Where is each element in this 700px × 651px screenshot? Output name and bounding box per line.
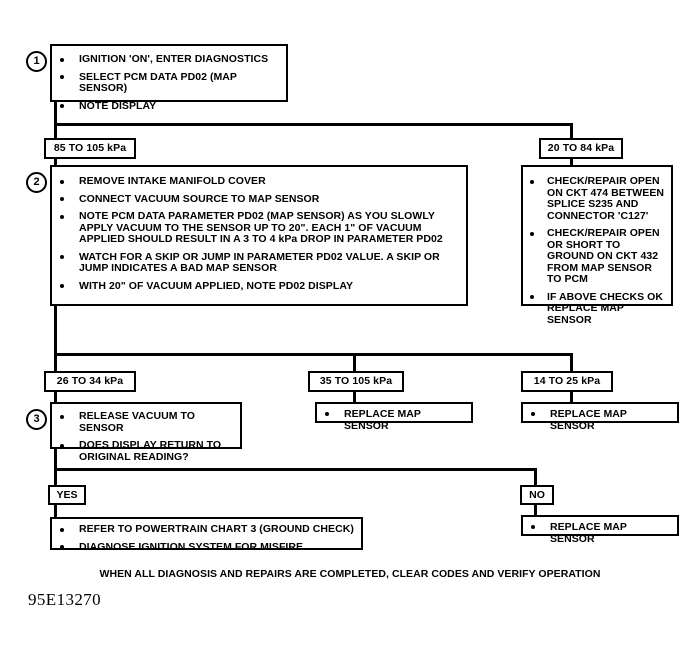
- list-item: CHECK/REPAIR OPEN ON CKT 474 BETWEEN SPL…: [530, 175, 665, 222]
- step-1-list: IGNITION 'ON', ENTER DIAGNOSTICS SELECT …: [60, 53, 280, 113]
- replace-map-sensor-box-mid: REPLACE MAP SENSOR: [315, 402, 473, 432]
- bullet-icon: [531, 524, 535, 529]
- connector-bus-yes-drop: [54, 468, 57, 488]
- list-item: DIAGNOSE IGNITION SYSTEM FOR MISFIRE: [60, 541, 357, 554]
- bullet-icon: [325, 411, 329, 416]
- connector-kpa4-to-replace: [353, 390, 356, 404]
- list-item: NOTE PCM DATA PARAMETER PD02 (MAP SENSOR…: [60, 210, 458, 246]
- bullet-icon: [60, 527, 64, 532]
- bullet-icon: [60, 284, 64, 288]
- step-2-box: REMOVE INTAKE MANIFOLD COVER CONNECT VAC…: [50, 165, 468, 306]
- list-item: DOES DISPLAY RETURN TO ORIGINAL READING?: [60, 439, 234, 463]
- bullet-icon: [531, 411, 535, 416]
- step-3-list: RELEASE VACUUM TO SENSOR DOES DISPLAY RE…: [60, 410, 234, 463]
- list-item: REPLACE MAP SENSOR: [531, 521, 673, 545]
- connector-bus-row1-left-drop: [54, 123, 57, 141]
- step-1-box: IGNITION 'ON', ENTER DIAGNOSTICS SELECT …: [50, 44, 288, 111]
- bullet-icon: [530, 231, 534, 236]
- bullet-icon: [530, 295, 534, 299]
- bullet-icon: [60, 214, 64, 219]
- connector-bus-row2-mid-drop: [353, 353, 356, 373]
- branch-label-20-to-84-kpa: 20 TO 84 kPa: [539, 138, 623, 159]
- list-item: WATCH FOR A SKIP OR JUMP IN PARAMETER PD…: [60, 251, 458, 275]
- step-3-box: RELEASE VACUUM TO SENSOR DOES DISPLAY RE…: [50, 402, 242, 462]
- list-item: REMOVE INTAKE MANIFOLD COVER: [60, 175, 458, 188]
- branch-label-26-to-34-kpa: 26 TO 34 kPa: [44, 371, 136, 392]
- branch-label-14-to-25-kpa: 14 TO 25 kPa: [521, 371, 613, 392]
- bullet-icon: [60, 443, 64, 448]
- final-action-list: REFER TO POWERTRAIN CHART 3 (GROUND CHEC…: [60, 523, 357, 554]
- replace-map-sensor-list-mid: REPLACE MAP SENSOR: [325, 408, 467, 432]
- connector-bus-row2-right-drop: [570, 353, 573, 373]
- connector-step1-down: [54, 100, 57, 126]
- list-item: SELECT PCM DATA PD02 (MAP SENSOR): [60, 71, 280, 95]
- list-item: REPLACE MAP SENSOR: [325, 408, 467, 432]
- footer-note: WHEN ALL DIAGNOSIS AND REPAIRS ARE COMPL…: [99, 568, 601, 580]
- connector-bus-row1-right-drop: [570, 123, 573, 141]
- final-action-box: REFER TO POWERTRAIN CHART 3 (GROUND CHEC…: [50, 517, 363, 554]
- bullet-icon: [60, 75, 64, 79]
- bullet-icon: [60, 197, 64, 201]
- bullet-icon: [60, 179, 64, 184]
- replace-map-sensor-list-no: REPLACE MAP SENSOR: [531, 521, 673, 545]
- connector-bus-yesno: [54, 468, 537, 471]
- list-item: REFER TO POWERTRAIN CHART 3 (GROUND CHEC…: [60, 523, 357, 536]
- branch-label-35-to-105-kpa: 35 TO 105 kPa: [308, 371, 404, 392]
- step-number-3: 3: [26, 409, 47, 430]
- bullet-icon: [530, 179, 534, 184]
- list-item: REPLACE MAP SENSOR: [531, 408, 673, 432]
- connector-yes-to-final: [54, 504, 57, 519]
- bullet-icon: [60, 255, 64, 259]
- bullet-icon: [60, 104, 64, 108]
- connector-kpa2-to-ckt: [570, 157, 573, 169]
- step-number-1: 1: [26, 51, 47, 72]
- connector-kpa5-to-replace: [570, 390, 573, 404]
- branch-label-85-to-105-kpa: 85 TO 105 kPa: [44, 138, 136, 159]
- connector-no-to-replace: [534, 504, 537, 517]
- bullet-icon: [60, 545, 64, 549]
- check-repair-list: CHECK/REPAIR OPEN ON CKT 474 BETWEEN SPL…: [530, 175, 665, 327]
- branch-label-yes: YES: [48, 485, 86, 505]
- list-item: NOTE DISPLAY: [60, 100, 280, 113]
- connector-step3-down: [54, 447, 57, 471]
- list-item: CONNECT VACUUM SOURCE TO MAP SENSOR: [60, 193, 458, 206]
- connector-bus-row2-left-drop: [54, 353, 57, 373]
- step-2-list: REMOVE INTAKE MANIFOLD COVER CONNECT VAC…: [60, 175, 458, 293]
- list-item: WITH 20" OF VACUUM APPLIED, NOTE PD02 DI…: [60, 280, 458, 293]
- replace-map-sensor-list-right: REPLACE MAP SENSOR: [531, 408, 673, 432]
- connector-step2-down: [54, 304, 57, 356]
- list-item: IGNITION 'ON', ENTER DIAGNOSTICS: [60, 53, 280, 66]
- check-repair-ckt-box: CHECK/REPAIR OPEN ON CKT 474 BETWEEN SPL…: [521, 165, 673, 325]
- branch-label-no: NO: [520, 485, 554, 505]
- list-item: RELEASE VACUUM TO SENSOR: [60, 410, 234, 434]
- connector-bus-row1: [54, 123, 573, 126]
- bullet-icon: [60, 414, 64, 419]
- connector-kpa3-to-step3: [54, 390, 57, 404]
- connector-kpa1-to-step2: [54, 157, 57, 169]
- document-code: 95E13270: [28, 590, 102, 609]
- replace-map-sensor-box-right: REPLACE MAP SENSOR: [521, 402, 679, 432]
- bullet-icon: [60, 57, 64, 62]
- connector-bus-no-drop: [534, 468, 537, 488]
- list-item: IF ABOVE CHECKS OK REPLACE MAP SENSOR: [530, 291, 665, 327]
- connector-bus-row2: [54, 353, 573, 356]
- replace-map-sensor-box-no: REPLACE MAP SENSOR: [521, 515, 679, 545]
- list-item: CHECK/REPAIR OPEN OR SHORT TO GROUND ON …: [530, 227, 665, 286]
- step-number-2: 2: [26, 172, 47, 193]
